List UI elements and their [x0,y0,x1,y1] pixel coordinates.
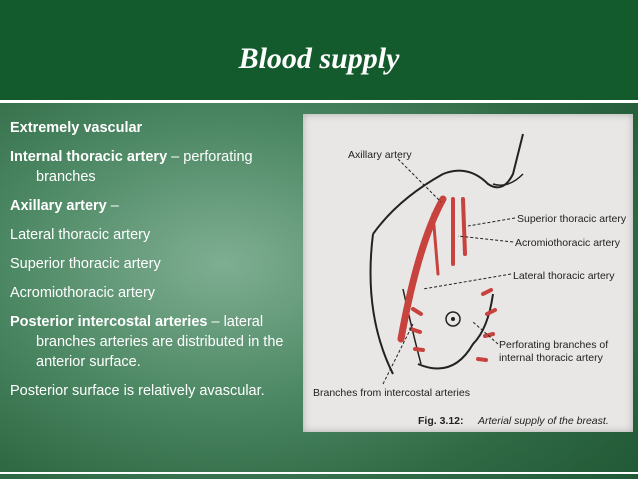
nipple [451,317,455,321]
label-superior-thoracic: Superior thoracic artery [517,213,627,225]
footer-divider [0,472,638,474]
leader-line [467,217,516,227]
bullet-item: Posterior intercostal arteries – lateral… [10,314,284,370]
artery-branch [431,212,440,276]
leader-line [397,158,442,203]
header-band [0,0,638,103]
leader-line [457,235,514,243]
superior-thoracic-artery [461,197,467,256]
slide-title: Blood supply [238,42,400,75]
bullet-item: Superior thoracic artery [10,256,161,272]
bullet-item: Extremely vascular [10,120,143,136]
label-lateral-thoracic: Lateral thoracic artery [513,270,615,282]
breast-arterial-diagram: Axillary artery Superior thoracic artery… [303,114,633,432]
bullet-item: Acromiothoracic artery [10,285,156,301]
bullet-item: Internal thoracic artery – perforating b… [10,149,253,185]
label-perforating-1: Perforating branches of [499,339,608,351]
leader-line [422,273,512,290]
bullet-item: Axillary artery – [10,198,119,214]
figure-caption-prefix: Fig. 3.12: [418,415,464,427]
arm-outline [369,233,394,375]
label-acromiothoracic: Acromiothoracic artery [515,237,621,249]
neck-outline [492,173,524,186]
nipple-areola [445,311,461,327]
diagram-svg: Axillary artery Superior thoracic artery… [313,133,627,427]
label-perforating-2: internal thoracic artery [499,352,604,364]
bullet-item: Posterior surface is relatively avascula… [10,383,265,399]
bullet-list: Extremely vascular Internal thoracic art… [10,118,315,410]
breast-outline [417,293,494,370]
leader-line [382,323,414,385]
intercostal-branches [409,288,497,362]
lateral-thoracic-artery [397,195,447,343]
label-axillary-artery: Axillary artery [348,149,412,161]
figure-caption-text: Arterial supply of the breast. [477,415,609,427]
bullet-item: Lateral thoracic artery [10,227,151,243]
leader-line [472,321,499,345]
label-intercostal-branches: Branches from intercostal arteries [313,387,470,399]
